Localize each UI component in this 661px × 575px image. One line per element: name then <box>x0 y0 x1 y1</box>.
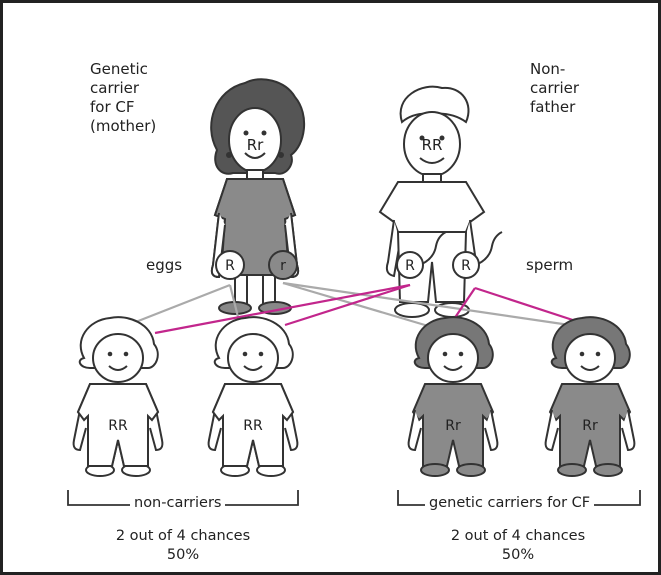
eggs-label: eggs <box>146 256 182 275</box>
father-label-line: Non- <box>530 60 640 79</box>
father-label-line: father <box>530 98 640 117</box>
svg-text:r: r <box>280 258 286 274</box>
mother-label: Genetic carrier for CF (mother) <box>90 60 200 136</box>
noncarrier-chance: 2 out of 4 chances 50% <box>73 527 293 565</box>
sperm-label: sperm <box>526 256 573 275</box>
mother-label-line: for CF <box>90 98 200 117</box>
noncarriers-group-label: non-carriers <box>130 495 225 511</box>
father-genotype: RR <box>422 136 443 154</box>
noncarrier-percent: 50% <box>73 546 293 565</box>
child-3-figure <box>409 317 498 476</box>
child-4-figure <box>546 317 635 476</box>
egg-lines <box>128 283 590 328</box>
mother-label-line: Genetic <box>90 60 200 79</box>
mother-genotype: Rr <box>247 136 264 154</box>
child-1-figure <box>74 317 163 476</box>
child-2-figure <box>209 317 298 476</box>
father-label: Non- carrier father <box>530 60 640 117</box>
child-3-genotype: Rr <box>445 418 461 434</box>
child-2-genotype: RR <box>243 418 263 434</box>
mother-label-line: carrier <box>90 79 200 98</box>
carrier-percent: 50% <box>408 546 628 565</box>
noncarrier-chance-text: 2 out of 4 chances <box>73 527 293 546</box>
father-label-line: carrier <box>530 79 640 98</box>
father-figure <box>380 87 484 317</box>
svg-text:R: R <box>461 258 471 274</box>
mother-label-line: (mother) <box>90 117 200 136</box>
child-4-genotype: Rr <box>582 418 598 434</box>
carriers-group-label: genetic carriers for CF <box>425 495 594 511</box>
svg-text:R: R <box>225 258 235 274</box>
carrier-chance-text: 2 out of 4 chances <box>408 527 628 546</box>
carrier-chance: 2 out of 4 chances 50% <box>408 527 628 565</box>
egg-R: R <box>216 251 244 279</box>
child-1-genotype: RR <box>108 418 128 434</box>
egg-r: r <box>269 251 297 279</box>
svg-text:R: R <box>405 258 415 274</box>
